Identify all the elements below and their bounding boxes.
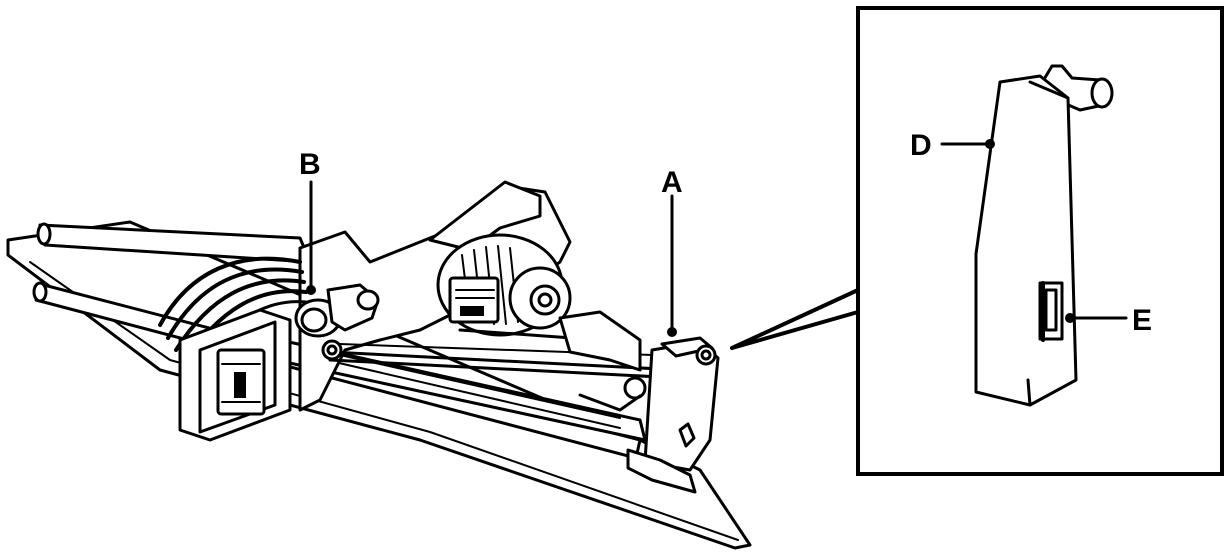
rod-end-cap xyxy=(32,281,48,303)
motor xyxy=(436,233,572,337)
component-a xyxy=(626,336,720,494)
label-b: B xyxy=(299,148,321,181)
motor-shaft xyxy=(537,292,553,308)
motor-connector-slot xyxy=(460,306,484,316)
sensor-b xyxy=(294,283,380,338)
right-support xyxy=(558,310,642,372)
label-a: A xyxy=(661,166,683,199)
zoom-pointer xyxy=(730,288,860,350)
label-e: E xyxy=(1132,304,1152,337)
rail-hatching xyxy=(299,345,621,429)
main-assembly: B A xyxy=(6,148,752,550)
detail-lever xyxy=(974,64,1114,407)
label-d: D xyxy=(910,129,932,162)
leader-lines xyxy=(306,180,677,337)
inset-detail: D E xyxy=(856,6,1224,476)
left-connector-pin xyxy=(234,372,246,398)
rail-end-cap xyxy=(36,222,52,246)
